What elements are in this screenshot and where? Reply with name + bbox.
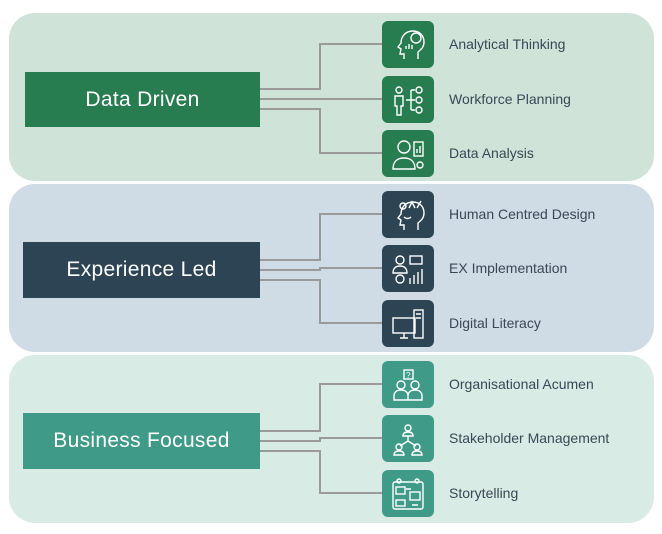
group-title-experience-led: Experience Led: [23, 242, 260, 298]
competency-label: Data Analysis: [449, 145, 534, 161]
competency-label: Stakeholder Management: [449, 430, 610, 446]
competency-label: Organisational Acumen: [449, 376, 594, 392]
storyboard-icon: [382, 470, 434, 517]
connector-line: [260, 383, 386, 432]
computer-devices-icon: [382, 300, 434, 347]
people-question-icon: ?: [382, 361, 434, 408]
person-presentation-icon: [382, 130, 434, 177]
competency-label: Digital Literacy: [449, 315, 541, 331]
connector-line: [260, 43, 386, 90]
competency-label: Storytelling: [449, 485, 519, 501]
head-chart-icon: [382, 21, 434, 68]
competency-label: Human Centred Design: [449, 206, 596, 222]
group-title-data-driven: Data Driven: [25, 72, 260, 127]
stakeholder-network-icon: [382, 415, 434, 462]
people-growth-icon: [382, 245, 434, 292]
competency-label: Analytical Thinking: [449, 36, 566, 52]
person-org-chart-icon: [382, 76, 434, 123]
competency-label: Workforce Planning: [449, 91, 571, 107]
connector-line: [260, 437, 386, 442]
connector-line: [260, 450, 386, 494]
competency-label: EX Implementation: [449, 260, 568, 276]
connector-line: [260, 213, 386, 261]
connector-line: [260, 267, 386, 271]
connector-line: [260, 108, 386, 154]
head-ideas-icon: [382, 191, 434, 238]
group-title-business-focused: Business Focused: [23, 413, 260, 469]
svg-text:?: ?: [406, 371, 411, 380]
connector-line: [260, 279, 386, 324]
